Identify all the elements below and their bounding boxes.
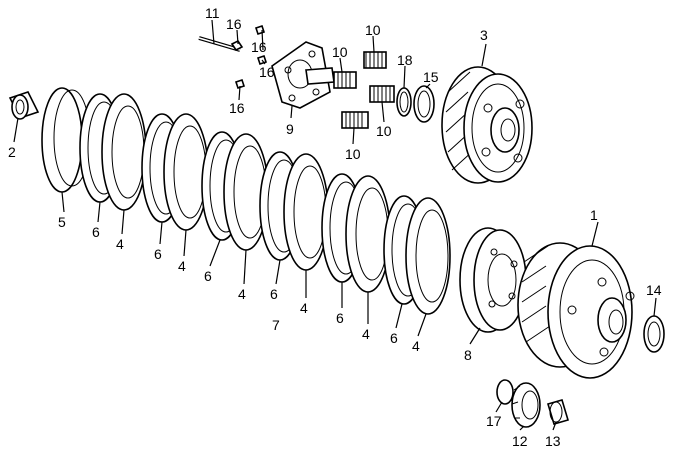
label-4-d: 4 xyxy=(300,300,308,316)
part-labels: 11 16 16 16 16 10 10 18 3 15 9 10 10 2 5… xyxy=(8,5,662,449)
part-8-pressure-plate xyxy=(459,227,527,333)
part-4-disc-d xyxy=(283,153,329,271)
label-4-b: 4 xyxy=(178,258,186,274)
label-10-b: 10 xyxy=(332,44,348,60)
part-10-springs xyxy=(333,51,395,129)
label-10-a: 10 xyxy=(365,22,381,38)
spring-left xyxy=(333,71,357,89)
label-8: 8 xyxy=(464,347,472,363)
label-10-d: 10 xyxy=(345,146,361,162)
label-4-f: 4 xyxy=(412,338,420,354)
label-4-a: 4 xyxy=(116,236,124,252)
label-16-d: 16 xyxy=(229,100,245,116)
label-7: 7 xyxy=(272,317,280,333)
part-4-disc-b xyxy=(163,113,209,231)
label-4-c: 4 xyxy=(238,286,246,302)
part-17-ring xyxy=(496,379,514,405)
part-3-clutch-center xyxy=(441,66,533,184)
label-2: 2 xyxy=(8,144,16,160)
part-18-ring xyxy=(396,87,412,117)
spring-bottom xyxy=(341,111,369,129)
label-6-c: 6 xyxy=(204,268,212,284)
label-6-b: 6 xyxy=(154,246,162,262)
label-5: 5 xyxy=(58,214,66,230)
label-4-e: 4 xyxy=(362,326,370,342)
label-6-a: 6 xyxy=(92,224,100,240)
label-16-b: 16 xyxy=(251,39,267,55)
label-11: 11 xyxy=(205,5,220,21)
label-6-f: 6 xyxy=(390,330,398,346)
label-16-a: 16 xyxy=(226,16,242,32)
label-6-e: 6 xyxy=(336,310,344,326)
part-4-disc-a xyxy=(101,93,147,211)
part-12-gear xyxy=(511,382,541,428)
part-4-disc-f xyxy=(405,197,451,315)
clutch-disc-stack xyxy=(41,87,451,315)
spring-top xyxy=(363,51,387,69)
label-12: 12 xyxy=(512,433,528,449)
label-17: 17 xyxy=(486,413,502,429)
label-14: 14 xyxy=(646,282,662,298)
part-15-washer xyxy=(413,85,435,123)
part-4-disc-e xyxy=(345,175,391,293)
leader-lines xyxy=(13,19,657,431)
label-3: 3 xyxy=(480,27,488,43)
part-1-clutch-outer xyxy=(517,242,635,379)
label-16-c: 16 xyxy=(259,64,275,80)
spring-right xyxy=(369,85,395,103)
label-15: 15 xyxy=(423,69,439,85)
label-1: 1 xyxy=(590,207,598,223)
label-13: 13 xyxy=(545,433,561,449)
label-6-d: 6 xyxy=(270,286,278,302)
part-11-bolt xyxy=(198,36,241,52)
part-14-washer xyxy=(643,315,665,353)
part-2-collar xyxy=(8,91,40,120)
part-13-collar xyxy=(547,399,569,425)
label-9: 9 xyxy=(286,121,294,137)
part-9-lifter-plate xyxy=(271,41,335,109)
label-18: 18 xyxy=(397,52,413,68)
label-10-c: 10 xyxy=(376,123,392,139)
